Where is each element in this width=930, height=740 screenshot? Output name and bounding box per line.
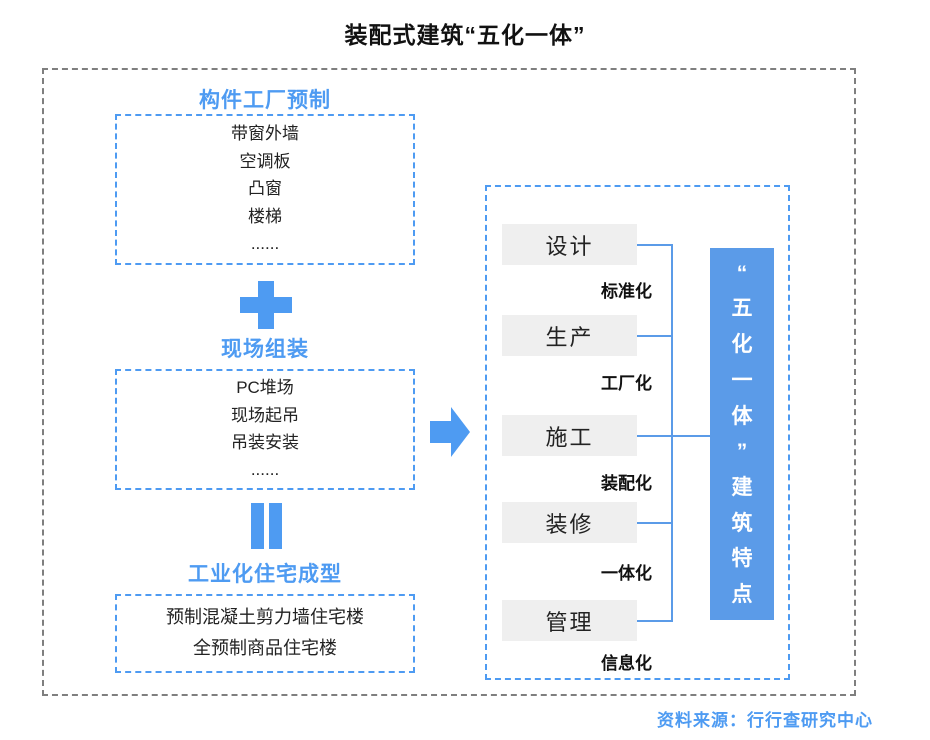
stage2-item: 吊装安装 — [231, 432, 299, 452]
connector-line — [637, 435, 671, 437]
process-box-production: 生产 — [502, 315, 637, 356]
stage2-box: PC堆场 现场起吊 吊装安装 ...... — [115, 369, 415, 490]
connector-line — [637, 522, 671, 524]
result-box-char: “ — [736, 261, 748, 285]
stage1-item: 楼梯 — [248, 206, 282, 226]
arrow-right-icon — [430, 407, 470, 457]
process-box-management: 管理 — [502, 600, 637, 641]
result-box-char: ” — [736, 440, 748, 464]
stage2-heading: 现场组装 — [221, 338, 309, 361]
equals-icon — [251, 503, 282, 549]
result-box-char: 建 — [731, 476, 753, 500]
process-tag-assembly: 装配化 — [601, 474, 652, 493]
stage1-item: 带窗外墙 — [231, 123, 299, 143]
stage1-box: 带窗外墙 空调板 凸窗 楼梯 ...... — [115, 114, 415, 265]
process-box-design: 设计 — [502, 224, 637, 265]
stage2-item: ...... — [250, 459, 280, 479]
process-tag-factory: 工厂化 — [601, 374, 652, 393]
trunk-line — [671, 244, 673, 622]
result-box-char: 体 — [731, 404, 753, 428]
five-in-one-panel: 设计 生产 施工 装修 管理 标准化 工厂化 装配化 一体化 信息化 “ 五 化… — [485, 185, 790, 680]
connector-line — [637, 335, 671, 337]
stage3-item: 预制混凝土剪力墙住宅楼 — [166, 606, 364, 627]
result-box-char: 一 — [731, 368, 753, 392]
result-box: “ 五 化 一 体 ” 建 筑 特 点 — [710, 248, 774, 620]
connector-line — [637, 244, 671, 246]
stage1-item: 凸窗 — [248, 179, 282, 199]
plus-icon — [240, 281, 292, 329]
stage2-item: PC堆场 — [236, 378, 294, 398]
stage3-heading: 工业化住宅成型 — [188, 563, 342, 586]
stage1-item: 空调板 — [239, 151, 291, 171]
process-box-decoration: 装修 — [502, 502, 637, 543]
process-tag-standardization: 标准化 — [601, 282, 652, 301]
result-box-char: 五 — [731, 297, 753, 321]
page-title: 装配式建筑“五化一体” — [344, 22, 586, 48]
stage1-item: ...... — [250, 234, 280, 254]
result-box-char: 化 — [731, 333, 753, 357]
stage2-item: 现场起吊 — [231, 405, 299, 425]
diagram-frame: 构件工厂预制 带窗外墙 空调板 凸窗 楼梯 ...... 现场组装 PC堆场 现… — [42, 68, 856, 696]
source-note: 资料来源：行行查研究中心 — [657, 711, 873, 730]
result-box-char: 筑 — [731, 511, 753, 535]
stage3-item: 全预制商品住宅楼 — [193, 638, 337, 659]
process-box-construction: 施工 — [502, 415, 637, 456]
result-box-char: 点 — [731, 583, 753, 607]
stage1-heading: 构件工厂预制 — [199, 89, 331, 112]
process-tag-information: 信息化 — [601, 654, 652, 673]
bridge-line — [673, 435, 710, 437]
stage3-box: 预制混凝土剪力墙住宅楼 全预制商品住宅楼 — [115, 594, 415, 673]
connector-line — [637, 620, 671, 622]
process-tag-integration: 一体化 — [601, 564, 652, 583]
result-box-char: 特 — [731, 547, 753, 571]
